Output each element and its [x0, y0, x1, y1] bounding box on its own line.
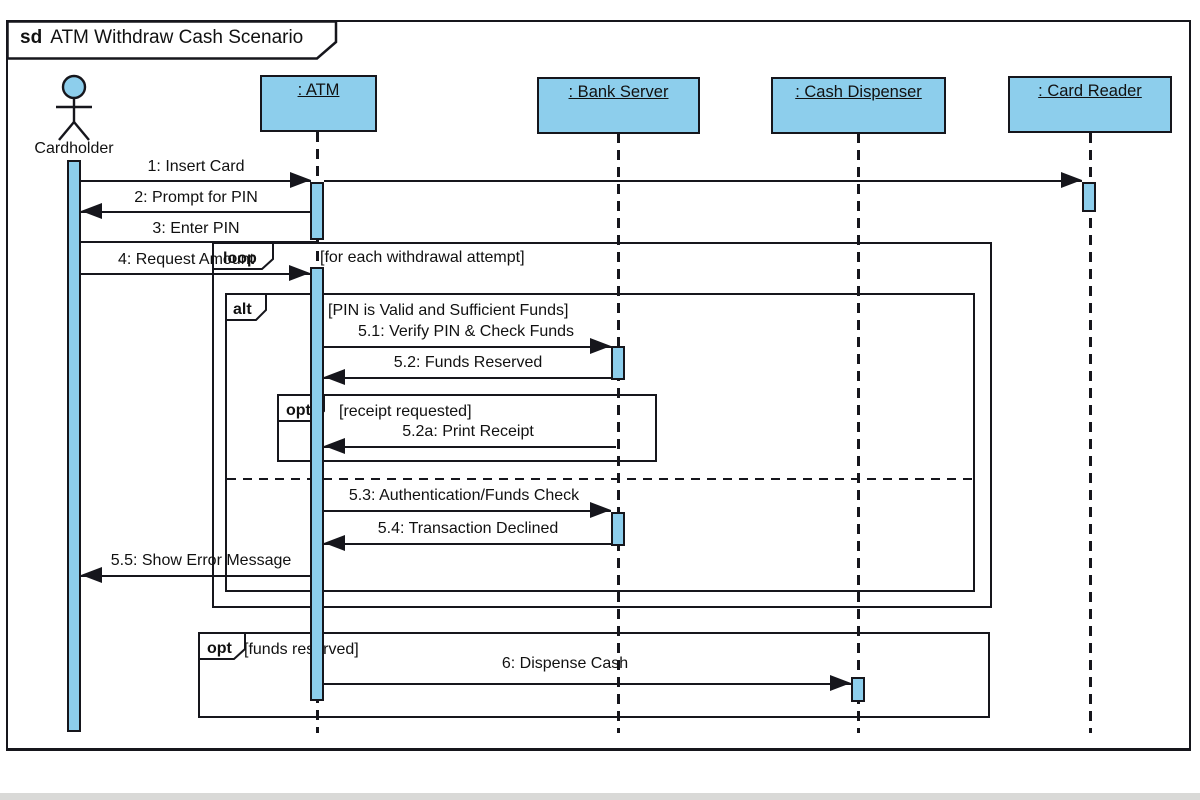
activation-card-reader — [1082, 182, 1096, 212]
arrowhead-insert-card-atm — [290, 172, 311, 188]
alt-separator — [227, 478, 973, 481]
message-label-print-receipt: 5.2a: Print Receipt — [402, 423, 534, 440]
actor-icon — [56, 74, 92, 141]
activation-bank-1 — [611, 346, 625, 380]
activation-cardholder — [67, 160, 81, 732]
message-line-insert-card-forward — [324, 180, 1082, 182]
message-label-show-error: 5.5: Show Error Message — [110, 552, 292, 569]
message-line-prompt-pin — [81, 211, 311, 213]
fragment-operator-opt-receipt: opt — [286, 402, 312, 419]
lifeline-cash-dispenser — [857, 133, 860, 733]
message-label-enter-pin: 3: Enter PIN — [152, 220, 240, 237]
arrowhead-transaction-declined — [324, 535, 345, 551]
arrowhead-insert-card-reader — [1061, 172, 1082, 188]
message-label-auth-check: 5.3: Authentication/Funds Check — [348, 487, 580, 504]
message-line-dispense-cash — [324, 683, 851, 685]
arrowhead-dispense-cash — [830, 675, 851, 691]
fragment-guard-opt-dispense: [funds reserved] — [244, 641, 359, 658]
message-label-request-amount: 4: Request Amount — [117, 251, 255, 268]
arrowhead-auth-check — [590, 502, 611, 518]
lifeline-bank-server — [617, 133, 620, 733]
activation-bank-2 — [611, 512, 625, 546]
message-line-auth-check — [324, 510, 611, 512]
fragment-guard-loop: [for each withdrawal attempt] — [320, 249, 525, 266]
message-line-funds-reserved — [324, 377, 611, 379]
arrowhead-verify-pin — [590, 338, 611, 354]
message-label-funds-reserved: 5.2: Funds Reserved — [393, 354, 543, 371]
fragment-operator-box-alt: alt — [225, 293, 267, 321]
fragment-operator-loop: loop — [223, 250, 257, 267]
fragment-operator-alt: alt — [233, 301, 252, 318]
activation-atm-2 — [310, 267, 324, 701]
message-label-dispense-cash: 6: Dispense Cash — [501, 655, 629, 672]
diagram-title: sd ATM Withdraw Cash Scenario — [20, 27, 303, 49]
message-line-verify-pin — [324, 346, 611, 348]
fragment-operator-box-opt-dispense: opt — [198, 632, 246, 660]
fragment-alt: alt [PIN is Valid and Sufficient Funds] — [225, 293, 975, 592]
lifeline-card-reader — [1089, 133, 1092, 733]
message-line-enter-pin — [81, 241, 317, 243]
lifeline-head-card-reader: : Card Reader — [1008, 76, 1172, 133]
fragment-guard-alt: [PIN is Valid and Sufficient Funds] — [328, 302, 569, 319]
message-line-insert-card — [81, 180, 311, 182]
fragment-loop: loop [for each withdrawal attempt] — [212, 242, 992, 608]
arrowhead-print-receipt — [324, 438, 345, 454]
fragment-operator-box-loop: loop — [212, 242, 274, 270]
actor-label: Cardholder — [34, 140, 114, 157]
activation-cash-dispenser — [851, 677, 865, 702]
lifeline-head-atm: : ATM — [260, 75, 377, 132]
title-tab — [6, 20, 338, 60]
message-line-print-receipt — [324, 446, 616, 448]
bottom-gray-strip — [0, 793, 1200, 800]
arrowhead-prompt-pin — [81, 203, 102, 219]
message-line-transaction-declined — [324, 543, 611, 545]
lifeline-head-bank-server: : Bank Server — [537, 77, 700, 134]
message-label-transaction-declined: 5.4: Transaction Declined — [377, 520, 559, 537]
arrowhead-funds-reserved — [324, 369, 345, 385]
message-label-insert-card: 1: Insert Card — [147, 158, 245, 175]
fragment-opt-dispense: opt [funds reserved] — [198, 632, 990, 718]
message-line-request-amount — [81, 273, 310, 275]
message-label-prompt-pin: 2: Prompt for PIN — [134, 189, 258, 206]
diagram-frame — [6, 20, 1191, 751]
arrowhead-show-error — [81, 567, 102, 583]
message-label-verify-pin: 5.1: Verify PIN & Check Funds — [357, 323, 575, 340]
sd-keyword: sd — [20, 27, 43, 48]
fragment-operator-opt-dispense: opt — [207, 640, 233, 657]
fragment-guard-opt-receipt: [receipt requested] — [339, 403, 472, 420]
activation-atm-1 — [310, 182, 324, 240]
title-label: ATM Withdraw Cash Scenario — [50, 27, 304, 48]
message-line-show-error — [81, 575, 310, 577]
arrowhead-request-amount — [289, 265, 310, 281]
lifeline-head-cash-dispenser: : Cash Dispenser — [771, 77, 946, 134]
